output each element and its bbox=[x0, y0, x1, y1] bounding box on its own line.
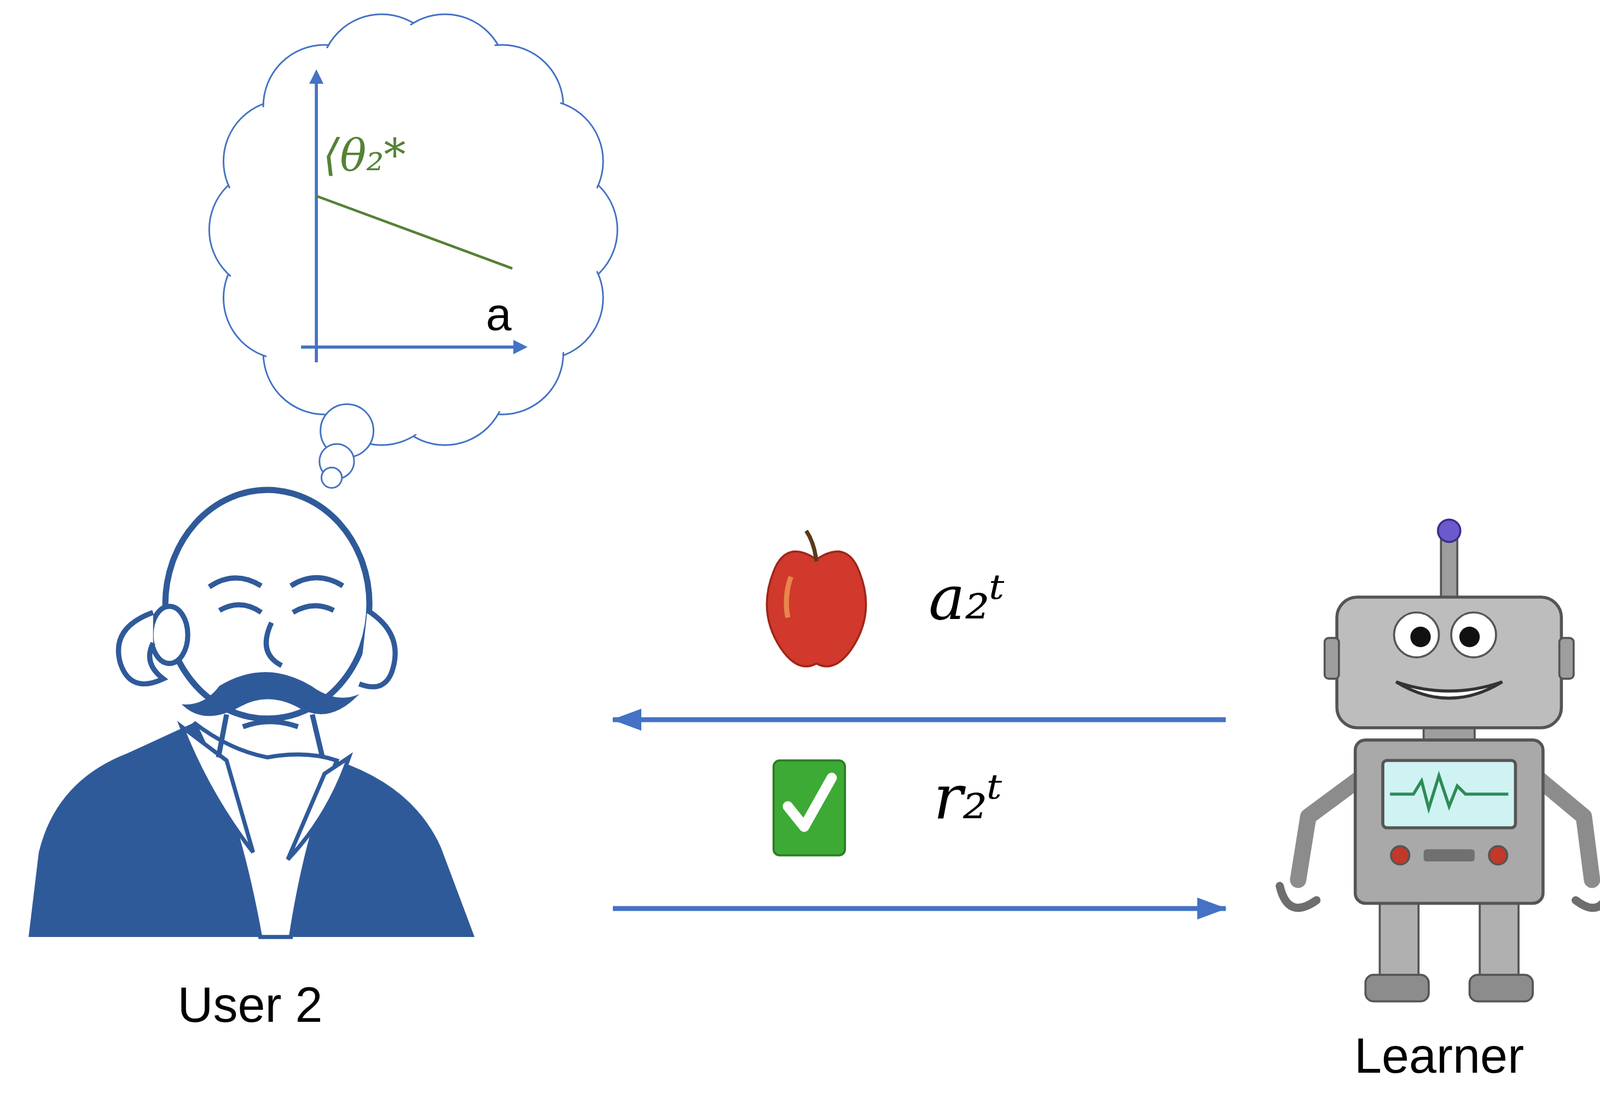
robot-figure bbox=[1379, 897, 1419, 978]
user-figure bbox=[242, 721, 299, 727]
thought-bubbles bbox=[319, 404, 374, 489]
message-label: r₂ᵗ bbox=[933, 762, 1003, 833]
robot-figure bbox=[1336, 596, 1562, 728]
parameter-label: ⟨θ₂* bbox=[322, 130, 406, 181]
preference-line bbox=[316, 195, 513, 269]
figure-label: User 2 bbox=[177, 976, 323, 1034]
plot-axes bbox=[309, 69, 324, 84]
robot-figure bbox=[1324, 638, 1339, 680]
label-holder: a bbox=[485, 287, 512, 341]
apple-icon bbox=[766, 530, 866, 667]
robot-figure bbox=[1410, 626, 1431, 647]
thought-bubbles bbox=[321, 467, 342, 488]
cloud-fill bbox=[212, 17, 615, 443]
label-holder: r₂ᵗ bbox=[933, 762, 1003, 833]
plot-axes bbox=[314, 81, 318, 363]
user-figure bbox=[28, 489, 475, 937]
user-node: User 2 bbox=[21, 481, 613, 1062]
user-figure bbox=[28, 722, 475, 937]
robot-figure bbox=[1451, 612, 1497, 658]
check-icon bbox=[787, 777, 832, 827]
robot-figure bbox=[1389, 775, 1509, 809]
robot-figure bbox=[1479, 897, 1519, 978]
robot-figure bbox=[1559, 638, 1574, 680]
check-icon bbox=[773, 760, 846, 855]
user-figure bbox=[181, 726, 254, 852]
user-figure bbox=[287, 757, 350, 860]
user-figure bbox=[181, 671, 360, 716]
message-label: a₂ᵗ bbox=[928, 562, 1005, 634]
robot-figure bbox=[1355, 739, 1544, 903]
message-arrow bbox=[612, 717, 1226, 723]
robot-figure bbox=[1440, 538, 1458, 603]
robot-figure bbox=[1382, 760, 1516, 828]
apple-icon bbox=[806, 530, 817, 562]
robot-figure bbox=[1575, 885, 1600, 908]
plot-axes bbox=[513, 339, 528, 355]
label-holder: ⟨θ₂* bbox=[322, 130, 406, 181]
apple-icon bbox=[766, 551, 866, 667]
robot-figure bbox=[1469, 974, 1534, 1001]
label-holder: a₂ᵗ bbox=[928, 562, 1005, 634]
user-figure bbox=[165, 489, 370, 719]
robot-figure bbox=[1395, 681, 1503, 699]
message-arrow bbox=[612, 906, 1226, 912]
robot-figure bbox=[1423, 849, 1475, 862]
robot-figure bbox=[1394, 612, 1440, 658]
thought-cloud bbox=[209, 14, 618, 445]
apple-icon bbox=[786, 576, 791, 618]
user-figure bbox=[209, 577, 343, 588]
user-figure bbox=[218, 714, 323, 758]
robot-figure bbox=[1488, 845, 1508, 865]
robot-figure bbox=[1390, 845, 1410, 865]
robot-figure bbox=[1297, 775, 1364, 880]
user-figure bbox=[118, 612, 164, 684]
plot-axes bbox=[300, 69, 528, 363]
plot-axes bbox=[300, 345, 516, 349]
user-figure bbox=[358, 610, 396, 687]
user-figure bbox=[265, 622, 282, 666]
robot-figure bbox=[1279, 885, 1317, 908]
learner-node: Learner bbox=[1225, 508, 1593, 1098]
user-figure bbox=[151, 606, 188, 664]
check-icon bbox=[773, 760, 846, 855]
robot-figure bbox=[1279, 519, 1600, 1001]
figure-label: Learner bbox=[1354, 1027, 1524, 1085]
axis-label: a bbox=[485, 287, 512, 341]
user-figure bbox=[219, 604, 334, 613]
robot-figure bbox=[1365, 974, 1429, 1001]
cloud-fill bbox=[260, 61, 567, 398]
robot-figure bbox=[1438, 519, 1461, 542]
robot-figure bbox=[1459, 626, 1480, 647]
